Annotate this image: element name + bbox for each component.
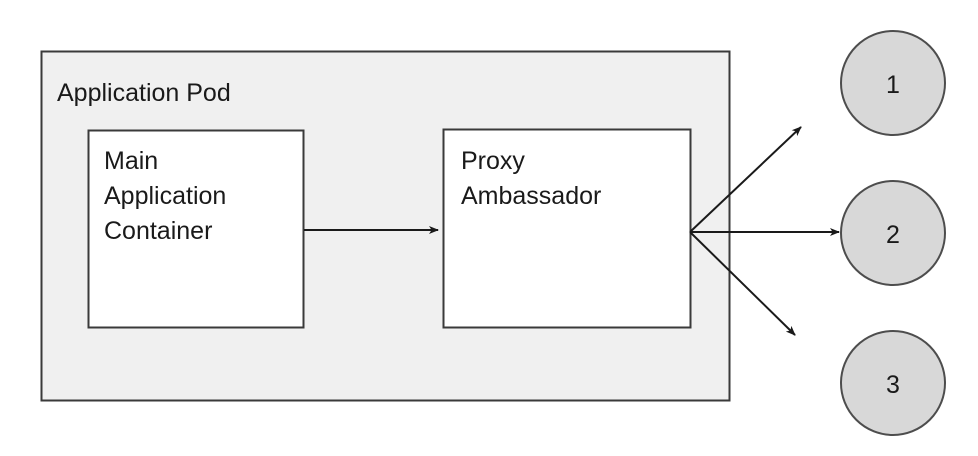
proxy-ambassador-line-2: Ambassador xyxy=(461,182,601,210)
external-service-3-label: 3 xyxy=(886,371,900,399)
main-application-container-box xyxy=(87,129,305,329)
connector-proxy-to-service-1 xyxy=(689,126,802,233)
external-service-3-circle xyxy=(840,330,946,436)
proxy-ambassador-line-1: Proxy xyxy=(461,147,525,175)
external-service-2-label: 2 xyxy=(886,221,900,249)
proxy-ambassador-container-box xyxy=(442,128,692,329)
main-application-container-line-2: Application xyxy=(104,182,226,210)
application-pod-label: Application Pod xyxy=(57,79,231,107)
external-service-2-circle xyxy=(840,180,946,286)
external-service-1-circle xyxy=(840,30,946,136)
connector-proxy-to-service-3 xyxy=(689,231,796,336)
main-application-container-line-3: Container xyxy=(104,217,212,245)
main-application-container-line-1: Main xyxy=(104,147,158,175)
external-service-1-label: 1 xyxy=(886,71,900,99)
